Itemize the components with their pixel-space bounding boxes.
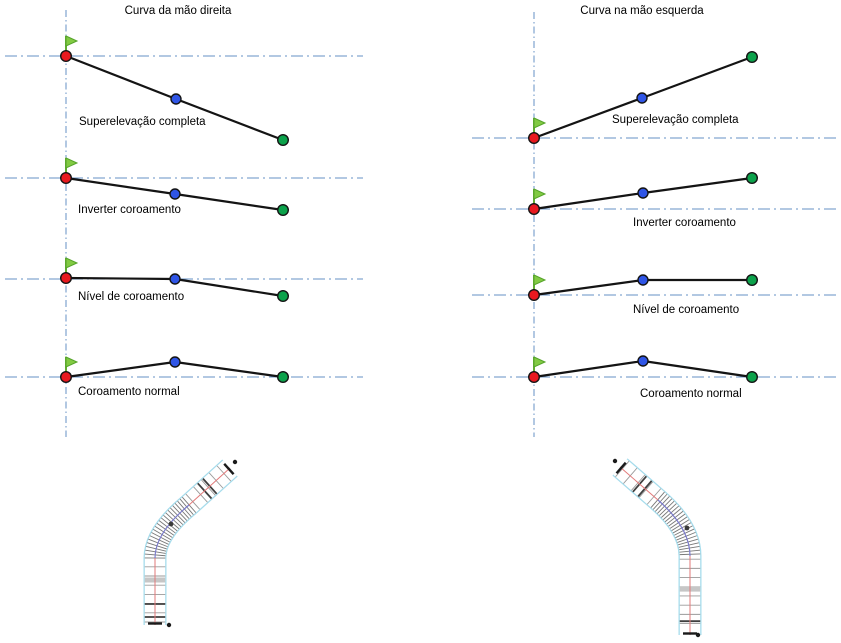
- start-node-red: [528, 131, 541, 144]
- curve-centerline: [154, 504, 190, 559]
- alignment-end-tick: [615, 461, 627, 475]
- flag-pennant: [533, 117, 547, 129]
- flag-pennant: [65, 356, 79, 368]
- flag-pennant: [65, 257, 79, 269]
- curve-midpoint-marker: [684, 525, 690, 531]
- flag-pennant: [533, 356, 547, 368]
- start-node-red: [528, 289, 541, 302]
- start-node-red: [60, 50, 73, 63]
- end-node-green: [746, 274, 759, 287]
- alignment-end-marker: [695, 632, 701, 638]
- flag-pennant: [65, 35, 79, 47]
- alignment-end-tick: [223, 463, 235, 476]
- label-normal-crown: Coroamento normal: [640, 388, 742, 400]
- mid-node-blue: [169, 273, 181, 285]
- mid-node-blue: [636, 92, 648, 104]
- label-full-superelevation: Superelevação completa: [612, 114, 739, 126]
- panel-left-hand-curve: [472, 12, 838, 437]
- end-node-green: [746, 51, 759, 64]
- mid-node-blue: [637, 187, 649, 199]
- start-node-red: [528, 202, 541, 215]
- label-normal-crown: Coroamento normal: [78, 386, 180, 398]
- end-node-green: [746, 371, 759, 384]
- alignment-end-marker: [612, 458, 618, 464]
- road-plan-right: [612, 458, 702, 638]
- start-node-red: [60, 272, 73, 285]
- flag-pennant: [533, 274, 547, 286]
- road-plan-left: [143, 459, 238, 628]
- curve-midpoint-marker: [168, 521, 174, 527]
- end-node-green: [277, 133, 290, 146]
- right-hand-curve-title: Curva da mão direita: [124, 5, 232, 17]
- curve-centerline: [657, 499, 691, 557]
- alignment-end-marker: [232, 459, 238, 465]
- label-full-superelevation: Superelevação completa: [79, 116, 206, 128]
- label-reverse-crown: Inverter coroamento: [78, 204, 181, 216]
- alignment-end-marker: [166, 622, 172, 628]
- mid-node-blue: [637, 274, 649, 286]
- flag-pennant: [533, 188, 547, 200]
- end-node-green: [746, 171, 759, 184]
- tangent-centerline: [619, 466, 691, 635]
- tangent-centerline: [154, 467, 231, 625]
- label-level-crown: Nível de coroamento: [633, 304, 740, 316]
- end-node-green: [277, 290, 290, 303]
- start-node-red: [528, 371, 541, 384]
- left-hand-curve-title: Curva na mão esquerda: [580, 5, 704, 17]
- mid-node-blue: [637, 355, 649, 367]
- label-level-crown: Nível de coroamento: [78, 291, 185, 303]
- flag-pennant: [65, 157, 79, 169]
- end-node-green: [277, 203, 290, 216]
- label-reverse-crown: Inverter coroamento: [633, 217, 736, 229]
- mid-node-blue: [170, 93, 182, 105]
- start-node-red: [60, 371, 73, 384]
- panel-right-hand-curve: [5, 10, 363, 437]
- mid-node-blue: [169, 188, 181, 200]
- mid-node-blue: [169, 356, 181, 368]
- start-node-red: [60, 171, 73, 184]
- end-node-green: [277, 371, 290, 384]
